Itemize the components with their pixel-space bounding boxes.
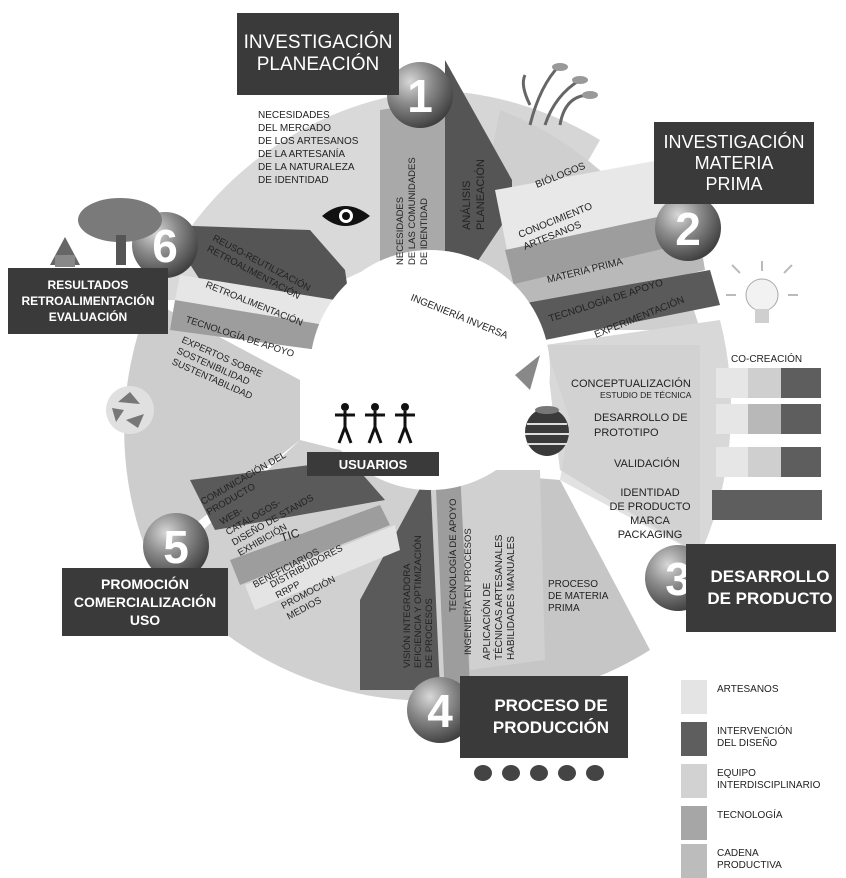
svg-text:1: 1 (407, 70, 433, 122)
segment-text-s4-ingenieria: INGENIERÍA EN PROCESOS (463, 528, 474, 655)
pots-row-icon (474, 765, 604, 781)
segment-text-s3-estudio: ESTUDIO DE TÉCNICA (600, 390, 692, 400)
design-process-diagram: INGENIERÍA INVERSA 1 2 3 4 5 6 (8, 13, 841, 878)
segment-text-s5-tic: TIC (279, 525, 302, 544)
recycle-icon (106, 386, 154, 434)
cocreacion-swatches (712, 368, 822, 520)
segment-text-s4-vision: VISIÓN INTEGRADORAEFICIENCIA Y OPTIMIZAC… (402, 535, 435, 668)
stage-ball-4: 4 (407, 677, 473, 743)
legend-swatch (681, 806, 707, 840)
legend-item: TECNOLOGÍA (681, 806, 841, 840)
users-figures-icon (335, 403, 415, 444)
segment-text-s4-tecnologia: TECNOLOGÍA DE APOYO (448, 498, 459, 612)
legend-swatch (681, 844, 707, 878)
segment-text-s3-cocreacion: CO-CREACIÓN (731, 352, 802, 365)
svg-text:4: 4 (427, 685, 453, 737)
legend-swatch (681, 722, 707, 756)
stage-ball-1: 1 (387, 62, 453, 128)
segment-text-s4-habilidades: APLICACIÓN DETÉCNICAS ARTESANALESHABILID… (480, 534, 517, 660)
segment-text-s3-validacion: VALIDACIÓN (614, 457, 680, 470)
svg-text:2: 2 (675, 203, 701, 255)
stage-ball-5: 5 (143, 513, 209, 579)
pot-icon (525, 406, 569, 456)
legend-item: ARTESANOS (681, 680, 841, 714)
center-circle (310, 250, 550, 490)
segment-text-s1-comunidades: NECESIDADESDE LAS COMUNIDADESDE IDENTIDA… (395, 157, 430, 265)
legend-swatch (681, 764, 707, 798)
tree-hut-icon (50, 198, 162, 267)
plant-icon (521, 63, 598, 126)
usuarios-label: USUARIOS (307, 452, 439, 476)
process-wheel: INGENIERÍA INVERSA 1 2 3 4 5 6 (50, 60, 822, 781)
legend-swatch (681, 680, 707, 714)
legend-label: TECNOLOGÍA (717, 810, 783, 821)
stage-ball-2: 2 (655, 195, 721, 261)
legend-label: ARTESANOS (717, 684, 779, 695)
eye-icon (322, 206, 370, 226)
svg-text:5: 5 (163, 521, 189, 573)
segment-text-s3-conceptualizacion: CONCEPTUALIZACIÓN (571, 377, 691, 390)
lightbulb-icon (726, 261, 798, 323)
